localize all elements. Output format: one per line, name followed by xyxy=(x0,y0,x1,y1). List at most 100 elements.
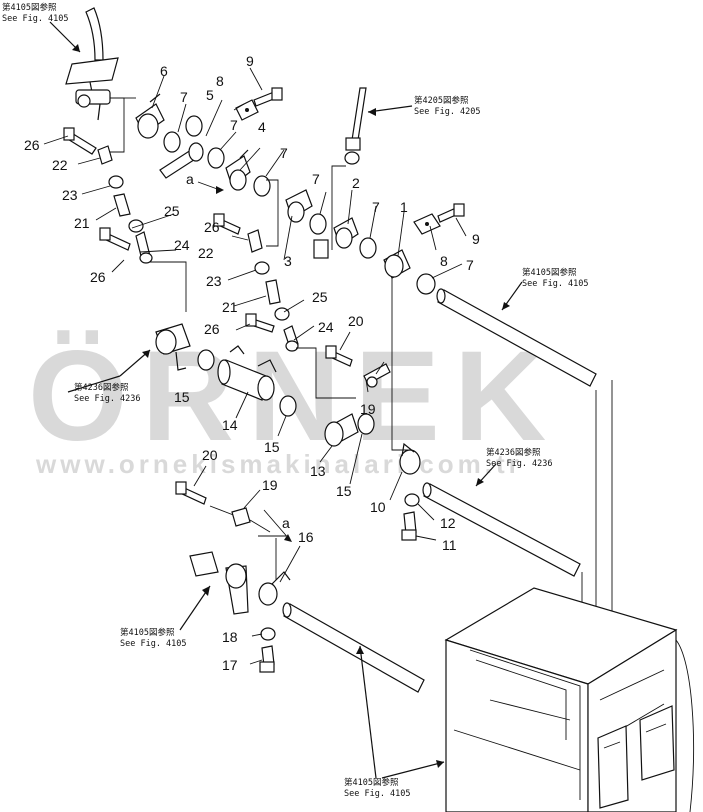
callout-20-lower: 20 xyxy=(202,447,218,463)
part-2-bracket xyxy=(313,217,359,259)
callout-8-top: 8 xyxy=(216,73,224,89)
ref-4105d-en: See Fig. 4105 xyxy=(344,789,411,799)
ref-note-4236-left: 第4236図参照 See Fig. 4236 xyxy=(74,382,141,404)
callout-24-a: 24 xyxy=(174,237,190,253)
rod-lower xyxy=(282,602,425,693)
callout-a-upper: a xyxy=(186,171,194,187)
callout-26-a: 26 xyxy=(24,137,40,153)
callout-5: 5 xyxy=(206,87,214,103)
callout-23-a: 23 xyxy=(62,187,78,203)
ref-note-4105-lower-left: 第4105図参照 See Fig. 4105 xyxy=(120,627,187,649)
callout-7-a: 7 xyxy=(180,89,188,105)
callout-13: 13 xyxy=(310,463,326,479)
callout-15-c: 15 xyxy=(336,483,352,499)
ref-4236a-en: See Fig. 4236 xyxy=(74,394,141,404)
ref-note-4105-bottom: 第4105図参照 See Fig. 4105 xyxy=(344,777,411,799)
callout-7-b: 7 xyxy=(230,117,238,133)
ref-note-4236-right: 第4236図参照 See Fig. 4236 xyxy=(486,447,553,469)
part-10-bracket xyxy=(399,442,421,475)
callout-7-d: 7 xyxy=(312,171,320,187)
callout-7-e: 7 xyxy=(372,199,380,215)
ref-note-4105-top: 第4105図参照 See Fig. 4105 xyxy=(2,2,69,24)
callout-23-b: 23 xyxy=(206,273,222,289)
part-8-plate-right xyxy=(413,203,465,235)
transmission-housing xyxy=(444,587,694,812)
part-4-lever xyxy=(225,149,251,191)
part-15-collar-b xyxy=(279,395,297,417)
callout-22-a: 22 xyxy=(52,157,68,173)
callout-21-a: 21 xyxy=(74,215,90,231)
ref-4105a-jp: 第4105図参照 xyxy=(2,2,57,13)
callout-a-lower: a xyxy=(282,515,290,531)
left-lever-housing xyxy=(155,323,191,371)
callout-26-b: 26 xyxy=(90,269,106,285)
control-lever xyxy=(65,7,125,153)
callout-4: 4 xyxy=(258,119,266,135)
rod-middle-right xyxy=(422,482,581,577)
callout-2: 2 xyxy=(352,175,360,191)
callout-21-b: 21 xyxy=(222,299,238,315)
part-18-nut xyxy=(260,627,276,641)
part-8-plate xyxy=(235,99,259,121)
part-6-lever-bracket xyxy=(124,93,165,139)
callout-19-lower: 19 xyxy=(262,477,278,493)
callout-6: 6 xyxy=(160,63,168,79)
callout-10: 10 xyxy=(370,499,386,515)
ref-note-4105-right: 第4105図参照 See Fig. 4105 xyxy=(522,267,589,289)
rod-upper-right xyxy=(436,288,597,387)
part-16-bracket xyxy=(258,538,291,606)
ref-4236b-en: See Fig. 4236 xyxy=(486,459,553,469)
rod-4205 xyxy=(331,87,367,250)
left-fasteners xyxy=(63,127,153,264)
part-9-bolt xyxy=(253,87,283,107)
reference-arrows xyxy=(49,21,523,779)
callout-3: 3 xyxy=(284,253,292,269)
lower-linkage xyxy=(175,481,286,537)
ref-4205-jp: 第4205図参照 xyxy=(414,95,469,106)
part-17-bolt xyxy=(259,645,275,673)
part-3-bracket xyxy=(266,179,313,247)
ref-4236a-jp: 第4236図参照 xyxy=(74,382,129,393)
watermark-url: www.ornekismakinalari.com.tr xyxy=(35,449,523,479)
part-12-nut xyxy=(404,493,420,507)
part-11-bolt xyxy=(401,511,417,541)
callout-18: 18 xyxy=(222,629,238,645)
callout-15-b: 15 xyxy=(264,439,280,455)
callout-1: 1 xyxy=(400,199,408,215)
ref-4105c-jp: 第4105図参照 xyxy=(120,627,175,638)
part-15-collar-a xyxy=(197,349,215,371)
callout-14: 14 xyxy=(222,417,238,433)
lower-left-lever xyxy=(189,551,249,615)
ref-4105b-en: See Fig. 4105 xyxy=(522,279,589,289)
number-leaders xyxy=(43,67,467,665)
part-5-lever xyxy=(159,142,204,179)
ref-note-4205: 第4205図参照 See Fig. 4205 xyxy=(414,95,481,117)
callout-15-a: 15 xyxy=(174,389,190,405)
ref-4236b-jp: 第4236図参照 xyxy=(486,447,541,458)
part-20-bolt-upper xyxy=(325,345,353,367)
callout-19-upper: 19 xyxy=(360,401,376,417)
part-15-collar-c xyxy=(357,413,375,435)
part-14-shaft-housing xyxy=(217,345,277,401)
ref-4105a-en: See Fig. 4105 xyxy=(2,14,69,24)
callout-20-upper: 20 xyxy=(348,313,364,329)
part-number-callouts: 6 8 9 7 5 7 4 7 a 26 22 23 21 25 24 26 2… xyxy=(24,53,480,673)
callout-26-c: 26 xyxy=(204,219,220,235)
ref-4105d-jp: 第4105図参照 xyxy=(344,777,399,788)
callout-8-right: 8 xyxy=(440,253,448,269)
ref-4105b-jp: 第4105図参照 xyxy=(522,267,577,278)
callout-12: 12 xyxy=(440,515,456,531)
callout-7-c: 7 xyxy=(280,145,288,161)
middle-fasteners xyxy=(213,213,299,352)
ref-4205-en: See Fig. 4205 xyxy=(414,107,481,117)
part-13-bracket xyxy=(324,413,359,447)
callout-16: 16 xyxy=(298,529,314,545)
callout-7-f: 7 xyxy=(466,257,474,273)
ref-4105c-en: See Fig. 4105 xyxy=(120,639,187,649)
callout-17: 17 xyxy=(222,657,238,673)
callout-26-d: 26 xyxy=(204,321,220,337)
collar-parts xyxy=(163,115,436,295)
callout-22-b: 22 xyxy=(198,245,214,261)
